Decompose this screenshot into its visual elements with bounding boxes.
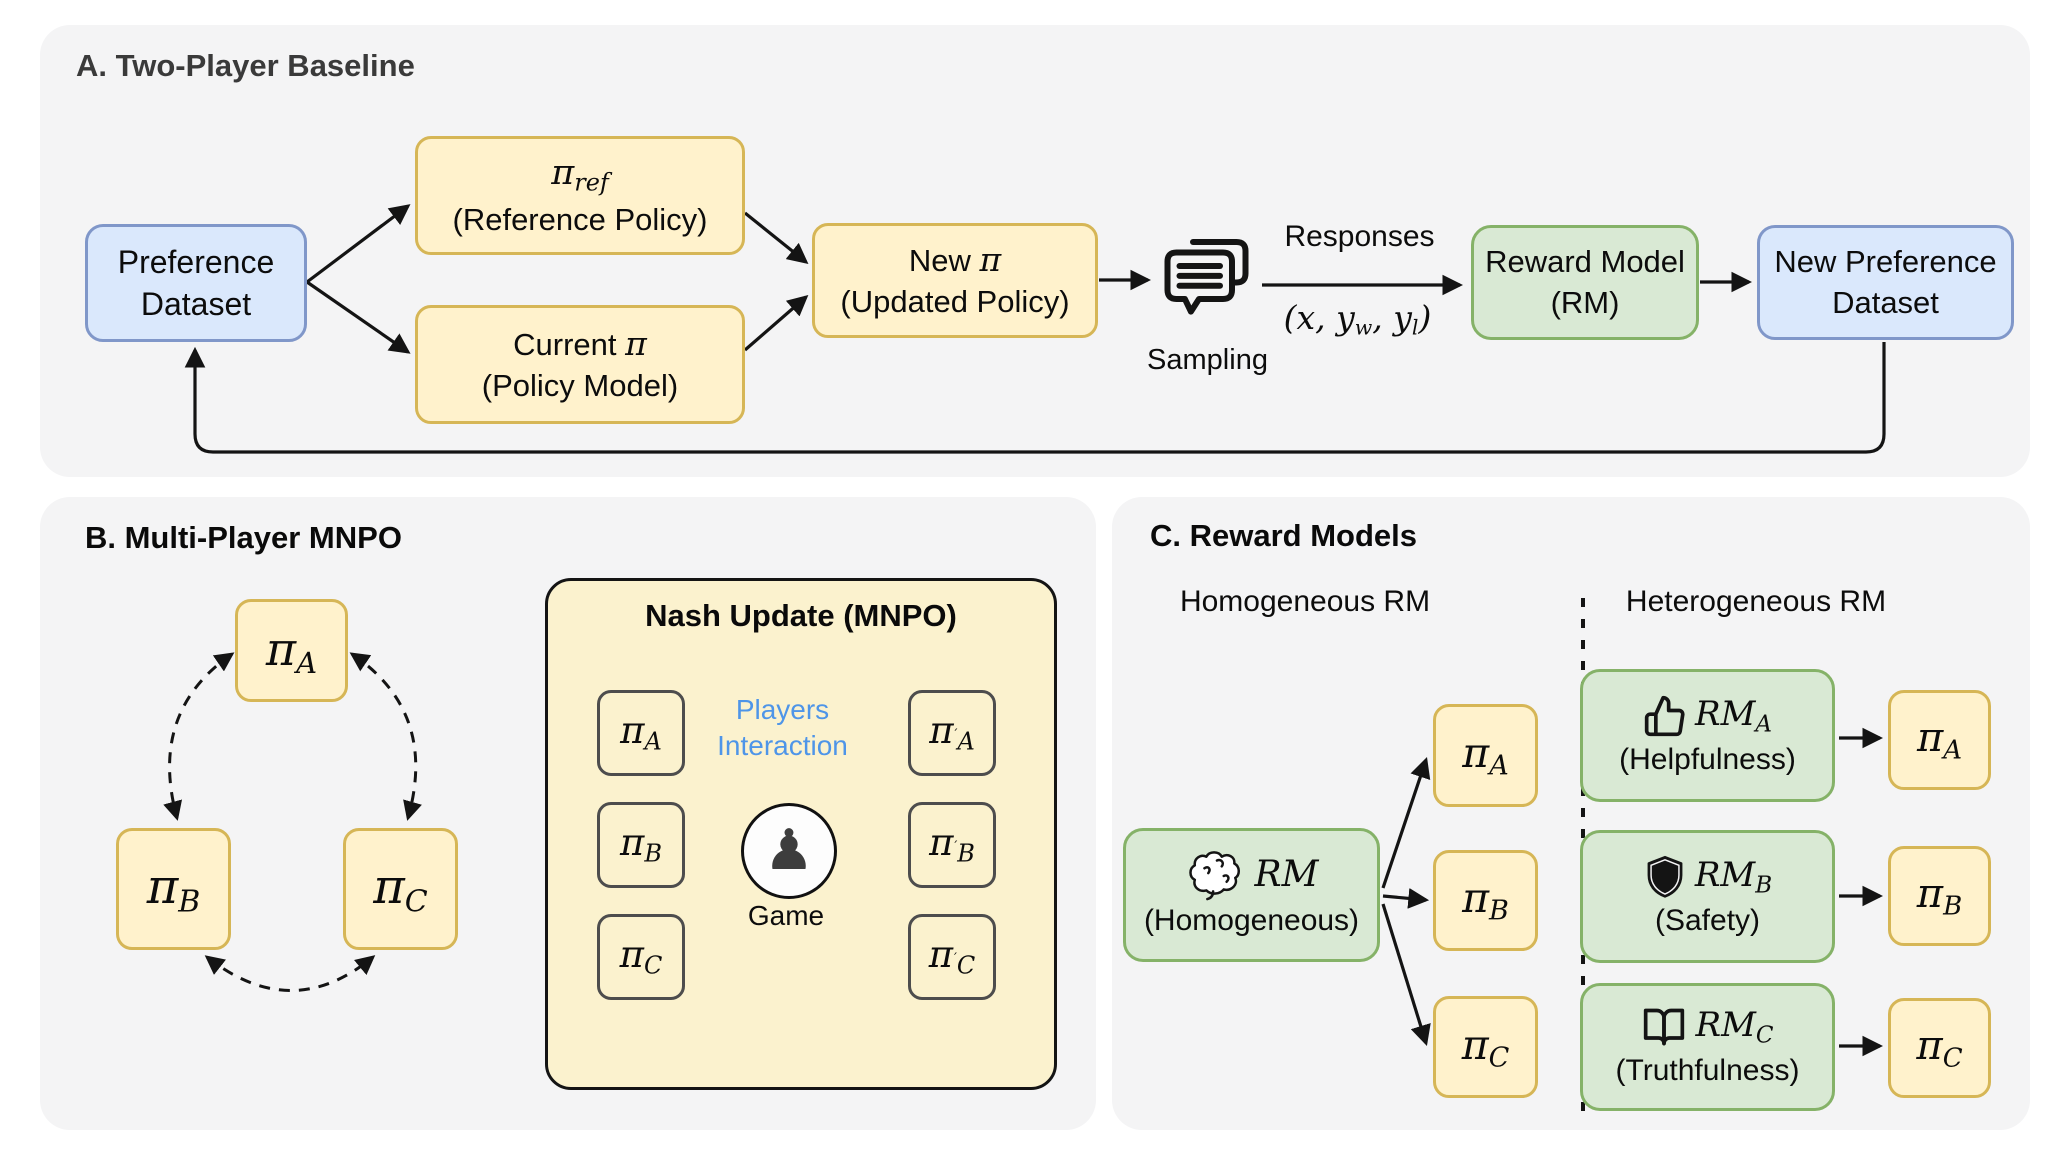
homo-policy-c-node: πC bbox=[1433, 996, 1538, 1098]
rm-b-safety-node: RMB (Safety) bbox=[1580, 830, 1835, 963]
new-policy-prefix: New bbox=[908, 243, 980, 279]
current-policy-caption: (Policy Model) bbox=[481, 368, 679, 403]
reward-model-node: Reward Model (RM) bbox=[1471, 225, 1699, 340]
preference-dataset-line1: Preference bbox=[117, 243, 275, 280]
hetero-policy-a-node: πA bbox=[1888, 690, 1991, 790]
preference-tuple-label: (x, yw, yl) bbox=[1283, 298, 1432, 340]
homogeneous-rm-caption: (Homogeneous) bbox=[1143, 904, 1360, 938]
homo-policy-b-node: πB bbox=[1433, 850, 1538, 951]
panel-c-title: C. Reward Models bbox=[1150, 518, 1417, 553]
current-policy-prefix: Current bbox=[513, 327, 626, 363]
new-preference-dataset-line2: Dataset bbox=[1832, 284, 1939, 320]
open-book-icon bbox=[1644, 1008, 1685, 1046]
panel-a-arrows bbox=[184, 204, 1886, 454]
homogeneous-rm-node: RM (Homogeneous) bbox=[1123, 828, 1380, 962]
pi-symbol: π bbox=[551, 153, 575, 194]
heterogeneous-rm-header: Heterogeneous RM bbox=[1625, 585, 1887, 618]
rm-c-truthfulness-node: RMC (Truthfulness) bbox=[1580, 983, 1835, 1111]
homogeneous-rm-header: Homogeneous RM bbox=[1179, 585, 1431, 618]
chat-bubbles-icon bbox=[1164, 239, 1249, 315]
player-b-node: πB bbox=[597, 802, 685, 888]
reward-model-line1: Reward Model bbox=[1485, 243, 1685, 279]
rm-a-helpfulness-node: RMA (Helpfulness) bbox=[1580, 669, 1835, 802]
shield-icon bbox=[1647, 855, 1683, 898]
updated-player-a-node: π′A bbox=[908, 690, 996, 776]
panel-a-title: A. Two-Player Baseline bbox=[76, 48, 415, 83]
chess-pawn-icon: ♟ bbox=[763, 818, 815, 883]
reference-policy-caption: (Reference Policy) bbox=[452, 201, 708, 237]
player-c-node: πC bbox=[597, 914, 685, 1000]
thumbs-up-icon bbox=[1644, 695, 1685, 736]
new-policy-caption: (Updated Policy) bbox=[840, 284, 1070, 319]
new-preference-dataset-line1: New Preference bbox=[1774, 243, 1997, 279]
panel-c bbox=[1112, 497, 2030, 1130]
panel-b-title: B. Multi-Player MNPO bbox=[85, 520, 402, 555]
responses-label: Responses bbox=[1284, 220, 1435, 253]
pi-subscript: ref bbox=[574, 169, 609, 198]
reward-model-line2: (RM) bbox=[1550, 284, 1620, 320]
heterogeneous-rm-arrows bbox=[1839, 727, 1884, 1057]
current-policy-node: Current π (Policy Model) bbox=[415, 305, 745, 424]
rm-symbol: RM bbox=[1254, 854, 1319, 896]
updated-player-c-node: π′C bbox=[908, 914, 996, 1000]
brain-icon bbox=[1188, 851, 1240, 901]
rm-c-caption: (Truthfulness) bbox=[1615, 1054, 1800, 1088]
preference-dataset-node: Preference Dataset bbox=[85, 224, 307, 342]
homo-policy-a-node: πA bbox=[1433, 704, 1538, 807]
player-a-node: πA bbox=[597, 690, 685, 776]
policy-c-cycle-node: πC bbox=[343, 828, 458, 950]
policy-b-cycle-node: πB bbox=[116, 828, 231, 950]
homogeneous-rm-arrows bbox=[1381, 757, 1431, 1046]
updated-player-b-node: π′B bbox=[908, 802, 996, 888]
pi-symbol: π bbox=[625, 324, 647, 364]
game-label: Game bbox=[747, 900, 825, 931]
new-policy-node: New π (Updated Policy) bbox=[812, 223, 1098, 338]
policy-a-cycle-node: πA bbox=[235, 599, 348, 702]
reference-policy-node: πref (Reference Policy) bbox=[415, 136, 745, 255]
new-preference-dataset-node: New Preference Dataset bbox=[1757, 225, 2014, 340]
pi-symbol: π bbox=[979, 240, 1002, 280]
rm-a-caption: (Helpfulness) bbox=[1619, 742, 1796, 776]
hetero-policy-b-node: πB bbox=[1888, 846, 1991, 946]
game-circle: ♟ bbox=[741, 803, 837, 899]
hetero-policy-c-node: πC bbox=[1888, 998, 1991, 1098]
preference-dataset-line2: Dataset bbox=[140, 286, 252, 322]
rm-b-caption: (Safety) bbox=[1654, 903, 1761, 937]
sampling-label: Sampling bbox=[1147, 344, 1268, 376]
nash-update-title: Nash Update (MNPO) bbox=[645, 598, 957, 633]
players-interaction-label: Players Interaction bbox=[717, 694, 848, 762]
cycle-dashed-arrows bbox=[163, 652, 422, 992]
